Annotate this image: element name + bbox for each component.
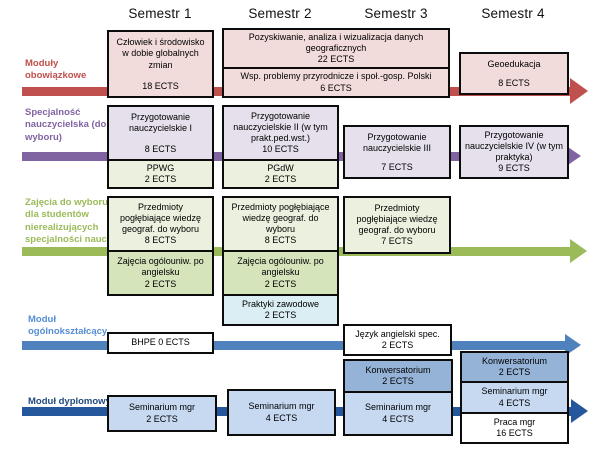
course-title: PPWG [146,162,175,173]
course-title: Przygotowanie nauczycielskie I [128,112,193,134]
course-ects: 2 ECTS [382,376,414,386]
course-ects: 4 ECTS [498,397,531,408]
course-ects: 8 ECTS [264,235,297,246]
row-label-modul-dyplomowy: Moduł dyplomowy [28,396,111,407]
course-box-ppwg: PPWG 2 ECTS [107,159,214,189]
course-title: BHPE 0 ECTS [131,337,190,348]
course-box-pgdw: PGdW 2 ECTS [222,159,339,189]
course-ects: 2 ECTS [264,278,297,289]
course-box-przygotowanie-nauczycielskie-1: Przygotowanie nauczycielskie I 8 ECTS [107,105,214,161]
header-semestr-1: Semestr 1 [128,6,192,21]
course-title: Przedmioty pogłębiające wiedzę geograf. … [231,201,330,235]
course-box-przygotowanie-nauczycielskie-3: Przygotowanie nauczycielskie III 7 ECTS [343,125,451,179]
course-title: Wsp. problemy przyrodnicze i społ.-gosp.… [240,71,432,82]
course-title: Przygotowanie nauczycielskie II (w tym p… [233,110,328,144]
course-ects: 10 ECTS [262,144,299,155]
course-box-praktyki-zawodowe: Praktyki zawodowe 2 ECTS [222,294,339,326]
course-title: Przygotowanie nauczycielskie IV (w tym p… [464,129,564,163]
course-ects: 7 ECTS [381,161,413,172]
course-box-seminarium-mgr-s2: Seminarium mgr 4 ECTS [227,389,336,436]
arrow-line-modul-ogolnoksztalcacy [22,341,568,350]
course-title: Seminarium mgr [481,386,548,397]
course-ects: 4 ECTS [265,412,298,423]
arrow-head-icon [565,145,581,167]
course-ects: 16 ECTS [496,428,533,438]
course-box-przygotowanie-nauczycielskie-2: Przygotowanie nauczycielskie II (w tym p… [222,105,339,161]
course-box-konwersatorium-s3: Konwersatorium 2 ECTS [343,359,453,393]
course-ects: 2 ECTS [264,174,297,184]
course-box-przedmioty-poglebiajace-s2: Przedmioty pogłębiające wiedzę geograf. … [222,196,339,252]
arrow-head-icon [570,239,587,263]
course-ects: 2 ECTS [144,174,177,184]
course-box-pozyskiwanie-analiza: Pozyskiwanie, analiza i wizualizacja dan… [222,28,450,69]
course-title: Seminarium mgr [364,402,431,413]
course-title: Pozyskiwanie, analiza i wizualizacja dan… [248,31,424,53]
course-title: Zajęcia ogólouniw. po angielsku [117,256,204,278]
course-ects: 18 ECTS [142,80,179,91]
row-label-zajecia-do-wyboru: Zajęcia do wyboru dla studentów niereali… [25,197,115,246]
course-box-bhpe: BHPE 0 ECTS [107,332,214,354]
header-semestr-3: Semestr 3 [364,6,428,21]
header-semestr-2: Semestr 2 [248,6,312,21]
course-box-seminarium-mgr-s4: Seminarium mgr 4 ECTS [460,381,569,414]
course-title: Konwersatorium [481,355,548,366]
course-ects: 8 ECTS [144,143,177,154]
row-label-moduly-obowiazkowe: Moduły obowiązkowe [25,58,87,82]
course-title: Seminarium mgr [248,401,315,412]
course-title: Zajęcia ogólouniw. po angielsku [237,256,324,278]
course-ects: 2 ECTS [498,367,531,377]
course-box-przygotowanie-nauczycielskie-4: Przygotowanie nauczycielskie IV (w tym p… [459,125,569,179]
course-title: Człowiek i środowisko w dobie globalnych… [116,37,205,70]
course-ects: 2 ECTS [144,278,177,289]
arrow-head-icon [571,399,588,423]
course-title: Konwersatorium [365,364,431,375]
row-label-specjalnosc-nauczycielska: Specjalność nauczycielska (do wyboru) [25,107,107,143]
course-ects: 7 ECTS [381,236,413,247]
course-ects: 4 ECTS [382,413,414,424]
course-title: Praktyki zawodowe [241,298,320,309]
arrow-head-icon [565,334,581,356]
course-title: Geoedukacja [487,59,541,69]
arrow-head-icon [570,78,588,104]
row-label-modul-ogolnoksztalcacy: Moduł ogólnokształcący [28,314,108,338]
course-box-praca-mgr: Praca mgr 16 ECTS [460,412,569,444]
course-box-zajecia-ogolouniw-s1: Zajęcia ogólouniw. po angielsku 2 ECTS [107,250,214,296]
course-ects: 9 ECTS [498,163,530,174]
course-box-przedmioty-poglebiajace-s3: Przedmioty pogłębiające wiedzę geograf. … [343,196,451,254]
course-ects: 2 ECTS [146,413,178,424]
course-box-czlowiek-i-srodowisko: Człowiek i środowisko w dobie globalnych… [107,30,214,98]
course-title: Przygotowanie nauczycielskie III [362,132,432,154]
course-ects: 6 ECTS [320,82,352,93]
course-box-geoedukacja: Geoedukacja 8 ECTS [459,52,569,95]
course-ects: 8 ECTS [498,77,530,88]
course-title: Przedmioty pogłębiające wiedzę geograf. … [119,201,202,235]
course-ects: 8 ECTS [144,235,177,246]
header-semestr-4: Semestr 4 [481,6,545,21]
course-title: Język angielski spec. [355,328,440,339]
course-box-wsp-problemy: Wsp. problemy przyrodnicze i społ.-gosp.… [222,67,450,98]
course-title: PGdW [267,162,294,173]
course-ects: 2 ECTS [381,340,414,350]
course-box-zajecia-ogolouniw-s2: Zajęcia ogólouniw. po angielsku 2 ECTS [222,250,339,296]
course-box-seminarium-mgr-s3: Seminarium mgr 4 ECTS [343,391,453,436]
course-ects: 2 ECTS [264,310,297,320]
course-box-konwersatorium-s4: Konwersatorium 2 ECTS [460,351,569,383]
course-box-przedmioty-poglebiajace-s1: Przedmioty pogłębiające wiedzę geograf. … [107,196,214,252]
course-title: Przedmioty pogłębiające wiedzę geograf. … [356,202,438,236]
course-box-jezyk-angielski-spec: Język angielski spec. 2 ECTS [343,324,452,356]
course-box-seminarium-mgr-s1: Seminarium mgr 2 ECTS [107,395,217,432]
course-title: Praca mgr [493,416,536,427]
course-title: Seminarium mgr [128,402,195,413]
course-ects: 22 ECTS [317,54,355,65]
